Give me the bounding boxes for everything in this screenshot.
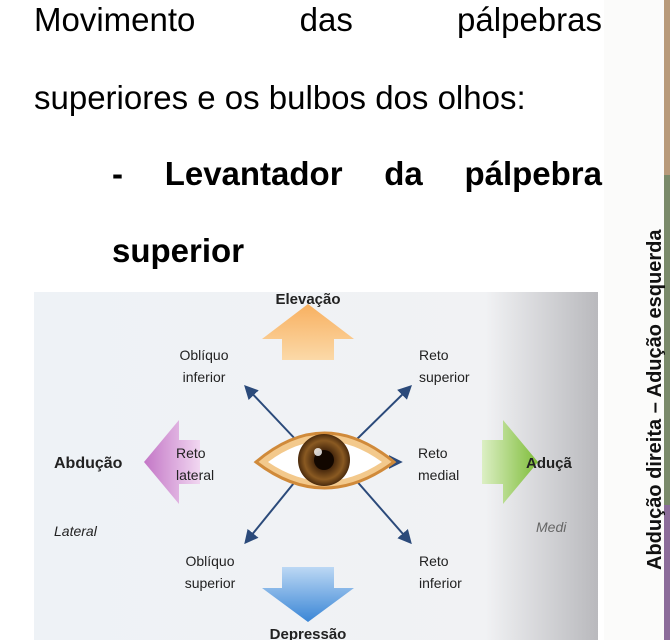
label-oblique-inferior-1: Oblíquo <box>179 347 228 363</box>
arrow-down-right <box>353 477 412 545</box>
word: pálpebras <box>457 1 602 38</box>
label-oblique-inferior-2: inferior <box>183 369 226 385</box>
heading-line-2: superiores e os bulbos dos olhos: <box>34 79 526 116</box>
label-oblique-superior-2: superior <box>185 575 236 591</box>
heading-line-1: Movimento das pálpebras <box>34 0 602 40</box>
side-strip <box>604 0 670 640</box>
strip-edge-bot <box>664 505 670 640</box>
label-lateral: Lateral <box>54 523 98 539</box>
word: pálpebra <box>464 155 602 192</box>
label-rectus-superior-1: Reto <box>419 347 449 363</box>
bullet-line: - Levantador da pálpebra <box>112 154 602 194</box>
depression-arrow <box>262 567 354 622</box>
strip-edge-mid <box>664 175 670 505</box>
label-rectus-medial-2: medial <box>418 467 459 483</box>
word: da <box>384 155 423 192</box>
word: Levantador <box>164 155 343 192</box>
label-rectus-superior-2: superior <box>419 369 470 385</box>
label-adduction: Aduçã <box>526 455 573 472</box>
label-rectus-inferior-1: Reto <box>419 553 449 569</box>
label-rectus-medial-1: Reto <box>418 445 448 461</box>
adduction-arrow <box>482 420 538 504</box>
arrow-up-right <box>353 385 412 443</box>
word: das <box>299 1 353 38</box>
bullet-line-continuation: superior <box>112 232 245 269</box>
eye-movement-figure: Elevação Depressão Abdução Aduçã Lateral… <box>34 292 598 640</box>
elevation-arrow <box>262 304 354 360</box>
label-elevation: Elevação <box>275 292 340 308</box>
word: Movimento <box>34 1 196 38</box>
arrow-up-left <box>244 384 299 443</box>
label-medial: Medi <box>536 519 567 535</box>
side-vertical-label: Abdução direita – Adução esquerda <box>644 229 666 570</box>
label-rectus-inferior-2: inferior <box>419 575 462 591</box>
label-rectus-lateral-2: lateral <box>176 467 214 483</box>
arrow-down-left <box>244 477 299 545</box>
label-rectus-lateral-1: Reto <box>176 445 206 461</box>
eye-highlight <box>314 448 322 456</box>
abduction-arrow <box>144 420 200 504</box>
strip-edge-top <box>664 0 670 175</box>
label-depression: Depressão <box>270 626 347 640</box>
label-oblique-superior-1: Oblíquo <box>185 553 234 569</box>
label-abduction: Abdução <box>54 455 123 472</box>
bullet-dash: - <box>112 155 123 192</box>
eye-diagram: Elevação Depressão Abdução Aduçã Lateral… <box>34 292 598 640</box>
